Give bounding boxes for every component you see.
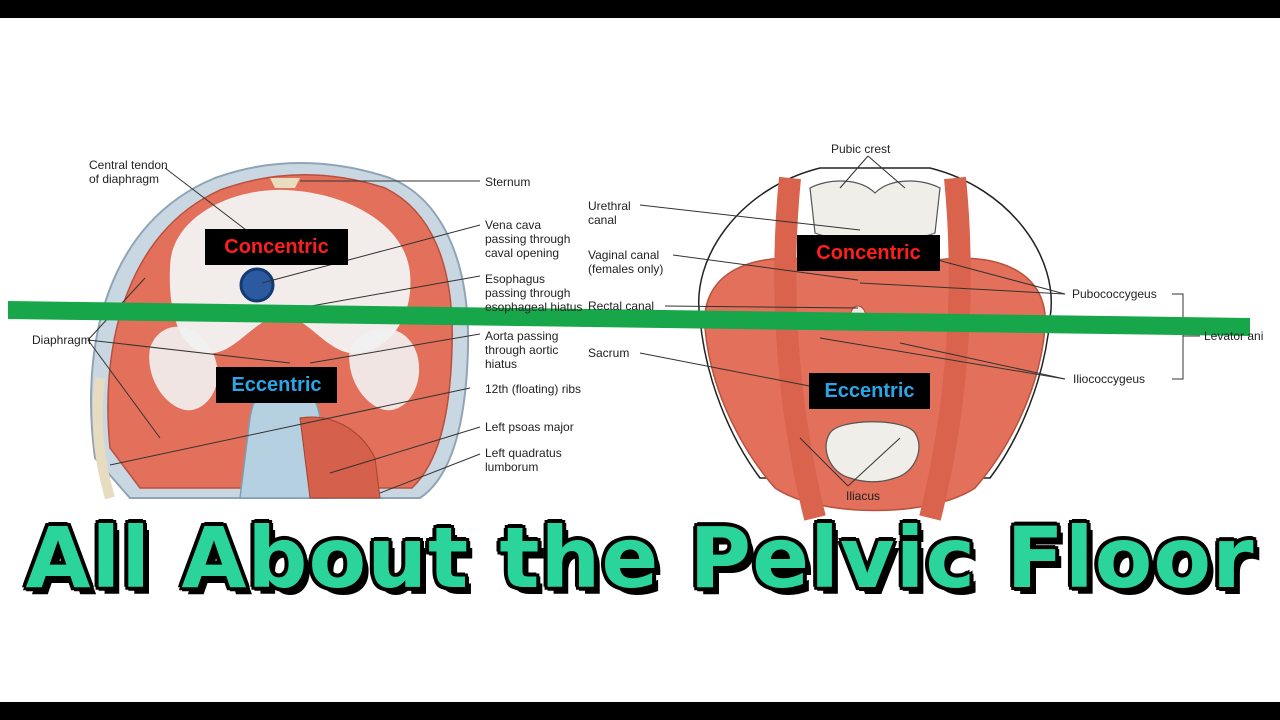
diagram-canvas: Central tendon of diaphragm Sternum Vena… bbox=[0, 18, 1280, 702]
label-psoas-major: Left psoas major bbox=[485, 420, 574, 434]
diaphragm-illustration bbox=[90, 162, 470, 500]
label-rectal-canal: Rectal canal bbox=[588, 299, 655, 313]
tag-concentric-left: Concentric bbox=[205, 229, 348, 265]
label-pubococcygeus: Pubococcygeus bbox=[1072, 287, 1157, 301]
tendon-lobe-left bbox=[149, 326, 218, 411]
label-levator-ani: Levator ani bbox=[1204, 329, 1264, 343]
label-iliococcygeus: Iliococcygeus bbox=[1073, 372, 1146, 386]
label-vena-cava: Vena cava passing through caval opening bbox=[485, 218, 571, 260]
label-central-tendon: Central tendon of diaphragm bbox=[89, 158, 168, 186]
green-slash-line bbox=[8, 301, 1250, 336]
label-sternum: Sternum bbox=[485, 175, 531, 189]
tendon-lobe-right bbox=[349, 328, 420, 411]
label-diaphragm: Diaphragm bbox=[32, 333, 91, 347]
sacrum-bone bbox=[825, 421, 920, 483]
label-aorta: Aorta passing through aortic hiatus bbox=[485, 329, 559, 371]
anatomy-illustrations bbox=[8, 155, 1250, 521]
pelvic-floor-illustration bbox=[698, 167, 1052, 521]
left-iliacus-band bbox=[774, 176, 826, 521]
label-esophagus: Esophagus passing through esophageal hia… bbox=[485, 272, 583, 314]
label-vaginal-canal: Vaginal canal (females only) bbox=[588, 248, 664, 276]
right-iliacus-band bbox=[919, 176, 971, 521]
tag-eccentric-left: Eccentric bbox=[216, 367, 337, 403]
label-iliacus: Iliacus bbox=[846, 489, 881, 503]
leader-lines bbox=[87, 155, 1200, 494]
label-sacrum: Sacrum bbox=[588, 346, 630, 360]
label-pubic-crest: Pubic crest bbox=[831, 142, 891, 156]
floating-rib bbox=[92, 377, 115, 500]
label-urethral-canal: Urethral canal bbox=[588, 199, 631, 227]
label-quadratus-lumborum: Left quadratus lumborum bbox=[485, 446, 562, 474]
headline-title: All About the Pelvic Floor bbox=[25, 509, 1255, 607]
label-floating-ribs: 12th (floating) ribs bbox=[485, 382, 582, 396]
tag-concentric-right: Concentric bbox=[797, 235, 940, 271]
tag-eccentric-right: Eccentric bbox=[809, 373, 930, 409]
sternum-notch bbox=[270, 178, 300, 188]
vena-cava-opening bbox=[239, 267, 275, 303]
psoas bbox=[299, 416, 381, 499]
